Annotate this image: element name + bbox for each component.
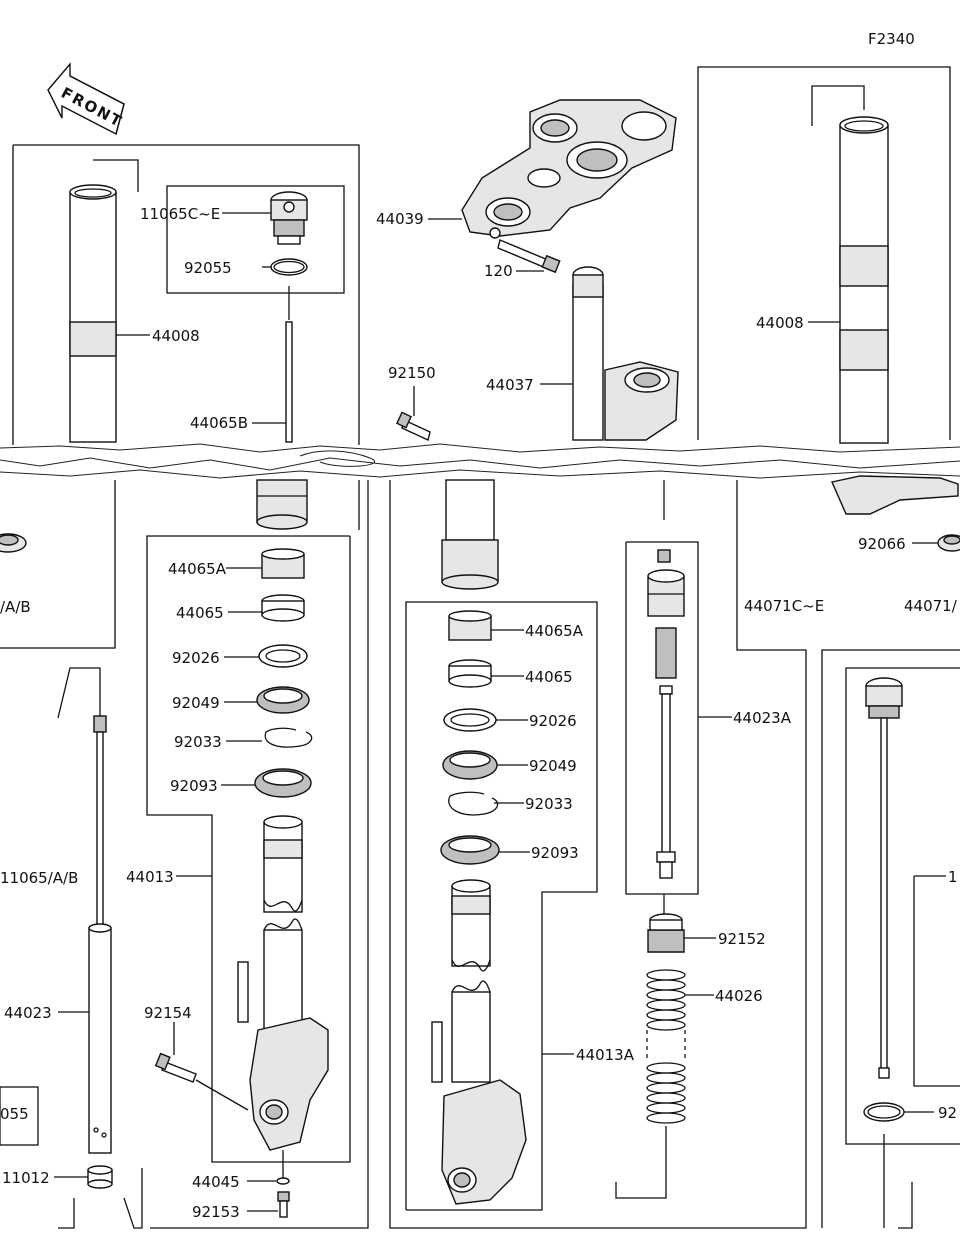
part-92033-snap-ring-left <box>264 727 313 748</box>
part-92152-nut <box>647 913 685 953</box>
part-11012-cup <box>87 1165 113 1189</box>
right-lower-frame <box>821 649 960 1228</box>
part-left-edge-seal <box>0 533 27 553</box>
callout-11065AB: 11065/A/B <box>0 869 78 887</box>
callout-1-partial: 1 <box>948 868 958 886</box>
part-44039-upper-clamp <box>461 99 677 239</box>
callout-92-partial: 92 <box>938 1104 957 1122</box>
callout-44023A: 44023A <box>733 709 792 727</box>
part-right-fork-cap <box>865 677 903 1079</box>
part-right-o-ring <box>863 1102 905 1122</box>
part-44023A-cartridge <box>647 549 685 879</box>
callout-AB-left-partial: /A/B <box>0 598 31 616</box>
part-44037-stem <box>572 266 679 441</box>
callout-44065A-left: 44065A <box>168 560 227 578</box>
center-lower-inner-frame <box>405 601 598 1211</box>
part-44065A-bushing-right <box>448 610 492 641</box>
part-92154-bolt <box>154 1052 197 1083</box>
part-92026-washer-right <box>443 708 497 732</box>
part-92093-dust-seal-right <box>440 835 500 865</box>
cap-group-frame <box>166 185 345 294</box>
callout-92093-left: 92093 <box>170 777 218 795</box>
part-92153-bolt <box>277 1191 290 1218</box>
callout-92093-right: 92093 <box>531 844 579 862</box>
callout-44023: 44023 <box>4 1004 52 1022</box>
callout-44039: 44039 <box>376 210 424 228</box>
callout-11065CE: 11065C~E <box>140 205 220 223</box>
part-92055-o-ring <box>270 258 308 276</box>
callout-44013A: 44013A <box>576 1046 635 1064</box>
part-92049-oil-seal-right <box>442 750 498 780</box>
callout-92153: 92153 <box>192 1203 240 1221</box>
right-upper-frame <box>697 66 951 440</box>
center-lower-outer-frame <box>389 480 807 1229</box>
callout-92049-right: 92049 <box>529 757 577 775</box>
callout-44071CE: 44071C~E <box>744 597 824 615</box>
callout-44013: 44013 <box>126 868 174 886</box>
callout-92026-right: 92026 <box>529 712 577 730</box>
diagram-code: F2340 <box>868 30 915 48</box>
callout-055: 055 <box>0 1105 29 1123</box>
part-44065-bushing-right <box>448 659 492 688</box>
part-120-bolt <box>497 239 561 274</box>
part-44013A-inner-tube-right <box>431 879 527 1205</box>
callout-92033-right: 92033 <box>525 795 573 813</box>
part-44008-outer-tube-right <box>839 116 889 444</box>
part-44065-bushing-left <box>261 594 305 622</box>
callout-92150: 92150 <box>388 364 436 382</box>
part-right-edge-bracket <box>831 475 959 515</box>
callout-92026-left: 92026 <box>172 649 220 667</box>
callout-44065A-right: 44065A <box>525 622 584 640</box>
part-44023-damper-rod <box>88 715 112 1154</box>
left-upper-frame <box>13 144 360 445</box>
callout-44065B: 44065B <box>190 414 248 432</box>
part-44045-washer <box>276 1177 290 1185</box>
callout-44065-right: 44065 <box>525 668 573 686</box>
callout-92049-left: 92049 <box>172 694 220 712</box>
part-92093-dust-seal-left <box>254 768 312 798</box>
part-11065CE-fork-cap <box>270 191 308 245</box>
callout-44008-left: 44008 <box>152 327 200 345</box>
cartridge-frame <box>625 541 699 895</box>
part-44026-spring <box>646 969 686 1124</box>
callout-11012: 11012 <box>2 1169 50 1187</box>
part-92033-snap-ring-right <box>448 791 499 816</box>
part-92026-washer-left <box>258 644 308 668</box>
left-lower-inner-frame <box>146 535 351 1163</box>
callout-44045: 44045 <box>192 1173 240 1191</box>
callout-92055: 92055 <box>184 259 232 277</box>
callout-92033-left: 92033 <box>174 733 222 751</box>
part-92049-oil-seal-left <box>256 686 310 714</box>
part-bushing-top-left <box>256 479 308 530</box>
callout-44071-partial: 44071/ <box>904 597 958 615</box>
callout-44008-right: 44008 <box>756 314 804 332</box>
callout-44065-left: 44065 <box>176 604 224 622</box>
front-arrow-icon: FRONT <box>47 62 126 136</box>
callout-44037: 44037 <box>486 376 534 394</box>
callout-92152: 92152 <box>718 930 766 948</box>
part-44065A-bushing-left <box>261 548 305 579</box>
callout-92066: 92066 <box>858 535 906 553</box>
callout-120: 120 <box>484 262 513 280</box>
callout-055-frame <box>0 1086 39 1146</box>
part-92150-bolt <box>396 411 431 441</box>
scan-noise-band <box>0 443 960 479</box>
part-44008-outer-tube-left <box>69 184 117 443</box>
part-bushing-top-center <box>441 479 499 590</box>
part-44065B-rod <box>285 321 293 443</box>
part-92066-seal <box>937 534 960 552</box>
callout-92154: 92154 <box>144 1004 192 1022</box>
part-44013-inner-tube-left <box>237 815 329 1151</box>
callout-44026: 44026 <box>715 987 763 1005</box>
